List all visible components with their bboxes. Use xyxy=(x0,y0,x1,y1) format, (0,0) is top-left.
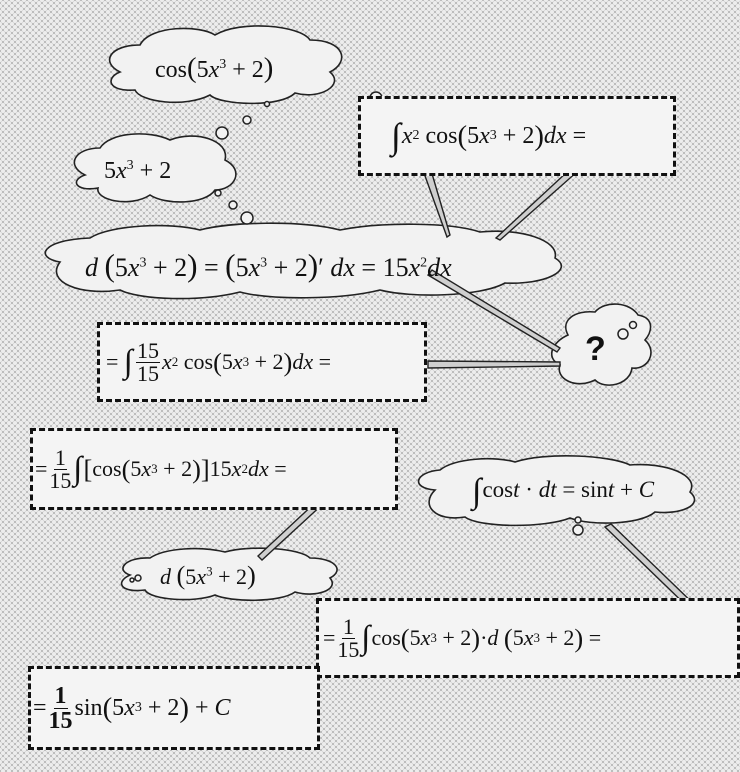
differential-cloud xyxy=(120,547,338,602)
bubble xyxy=(134,574,142,582)
thought-cloud-1 xyxy=(108,25,343,105)
pointer-arrow xyxy=(426,269,562,353)
question-mark: ? xyxy=(585,330,606,368)
cloud-text-inner: 5x3 + 2 xyxy=(104,158,172,184)
formula-cloud xyxy=(417,455,696,527)
pointer-arrow xyxy=(427,360,561,369)
bubble xyxy=(228,200,238,210)
question-cloud xyxy=(550,303,652,386)
thought-cloud-2 xyxy=(73,133,237,203)
bubble xyxy=(214,189,222,197)
bubble xyxy=(628,320,638,330)
cloud-text-cos: cos(5x3 + 2) xyxy=(155,52,274,84)
bubble xyxy=(242,115,252,125)
cloud-text-table-integral: ∫cost · dt = sint + C xyxy=(472,472,655,510)
cloud-text-dsub: d (5x3 + 2) xyxy=(160,560,256,590)
main-cloud xyxy=(44,222,563,300)
bubble xyxy=(215,126,229,140)
bubble xyxy=(240,211,254,225)
bubble xyxy=(617,328,629,340)
bubble xyxy=(263,100,271,108)
bubble xyxy=(129,577,135,583)
cloud-text-differential: d (5x3 + 2) = (5x3 + 2)′ dx = 15x2dx xyxy=(85,248,452,283)
bubble xyxy=(572,524,584,536)
bubble xyxy=(574,516,582,524)
